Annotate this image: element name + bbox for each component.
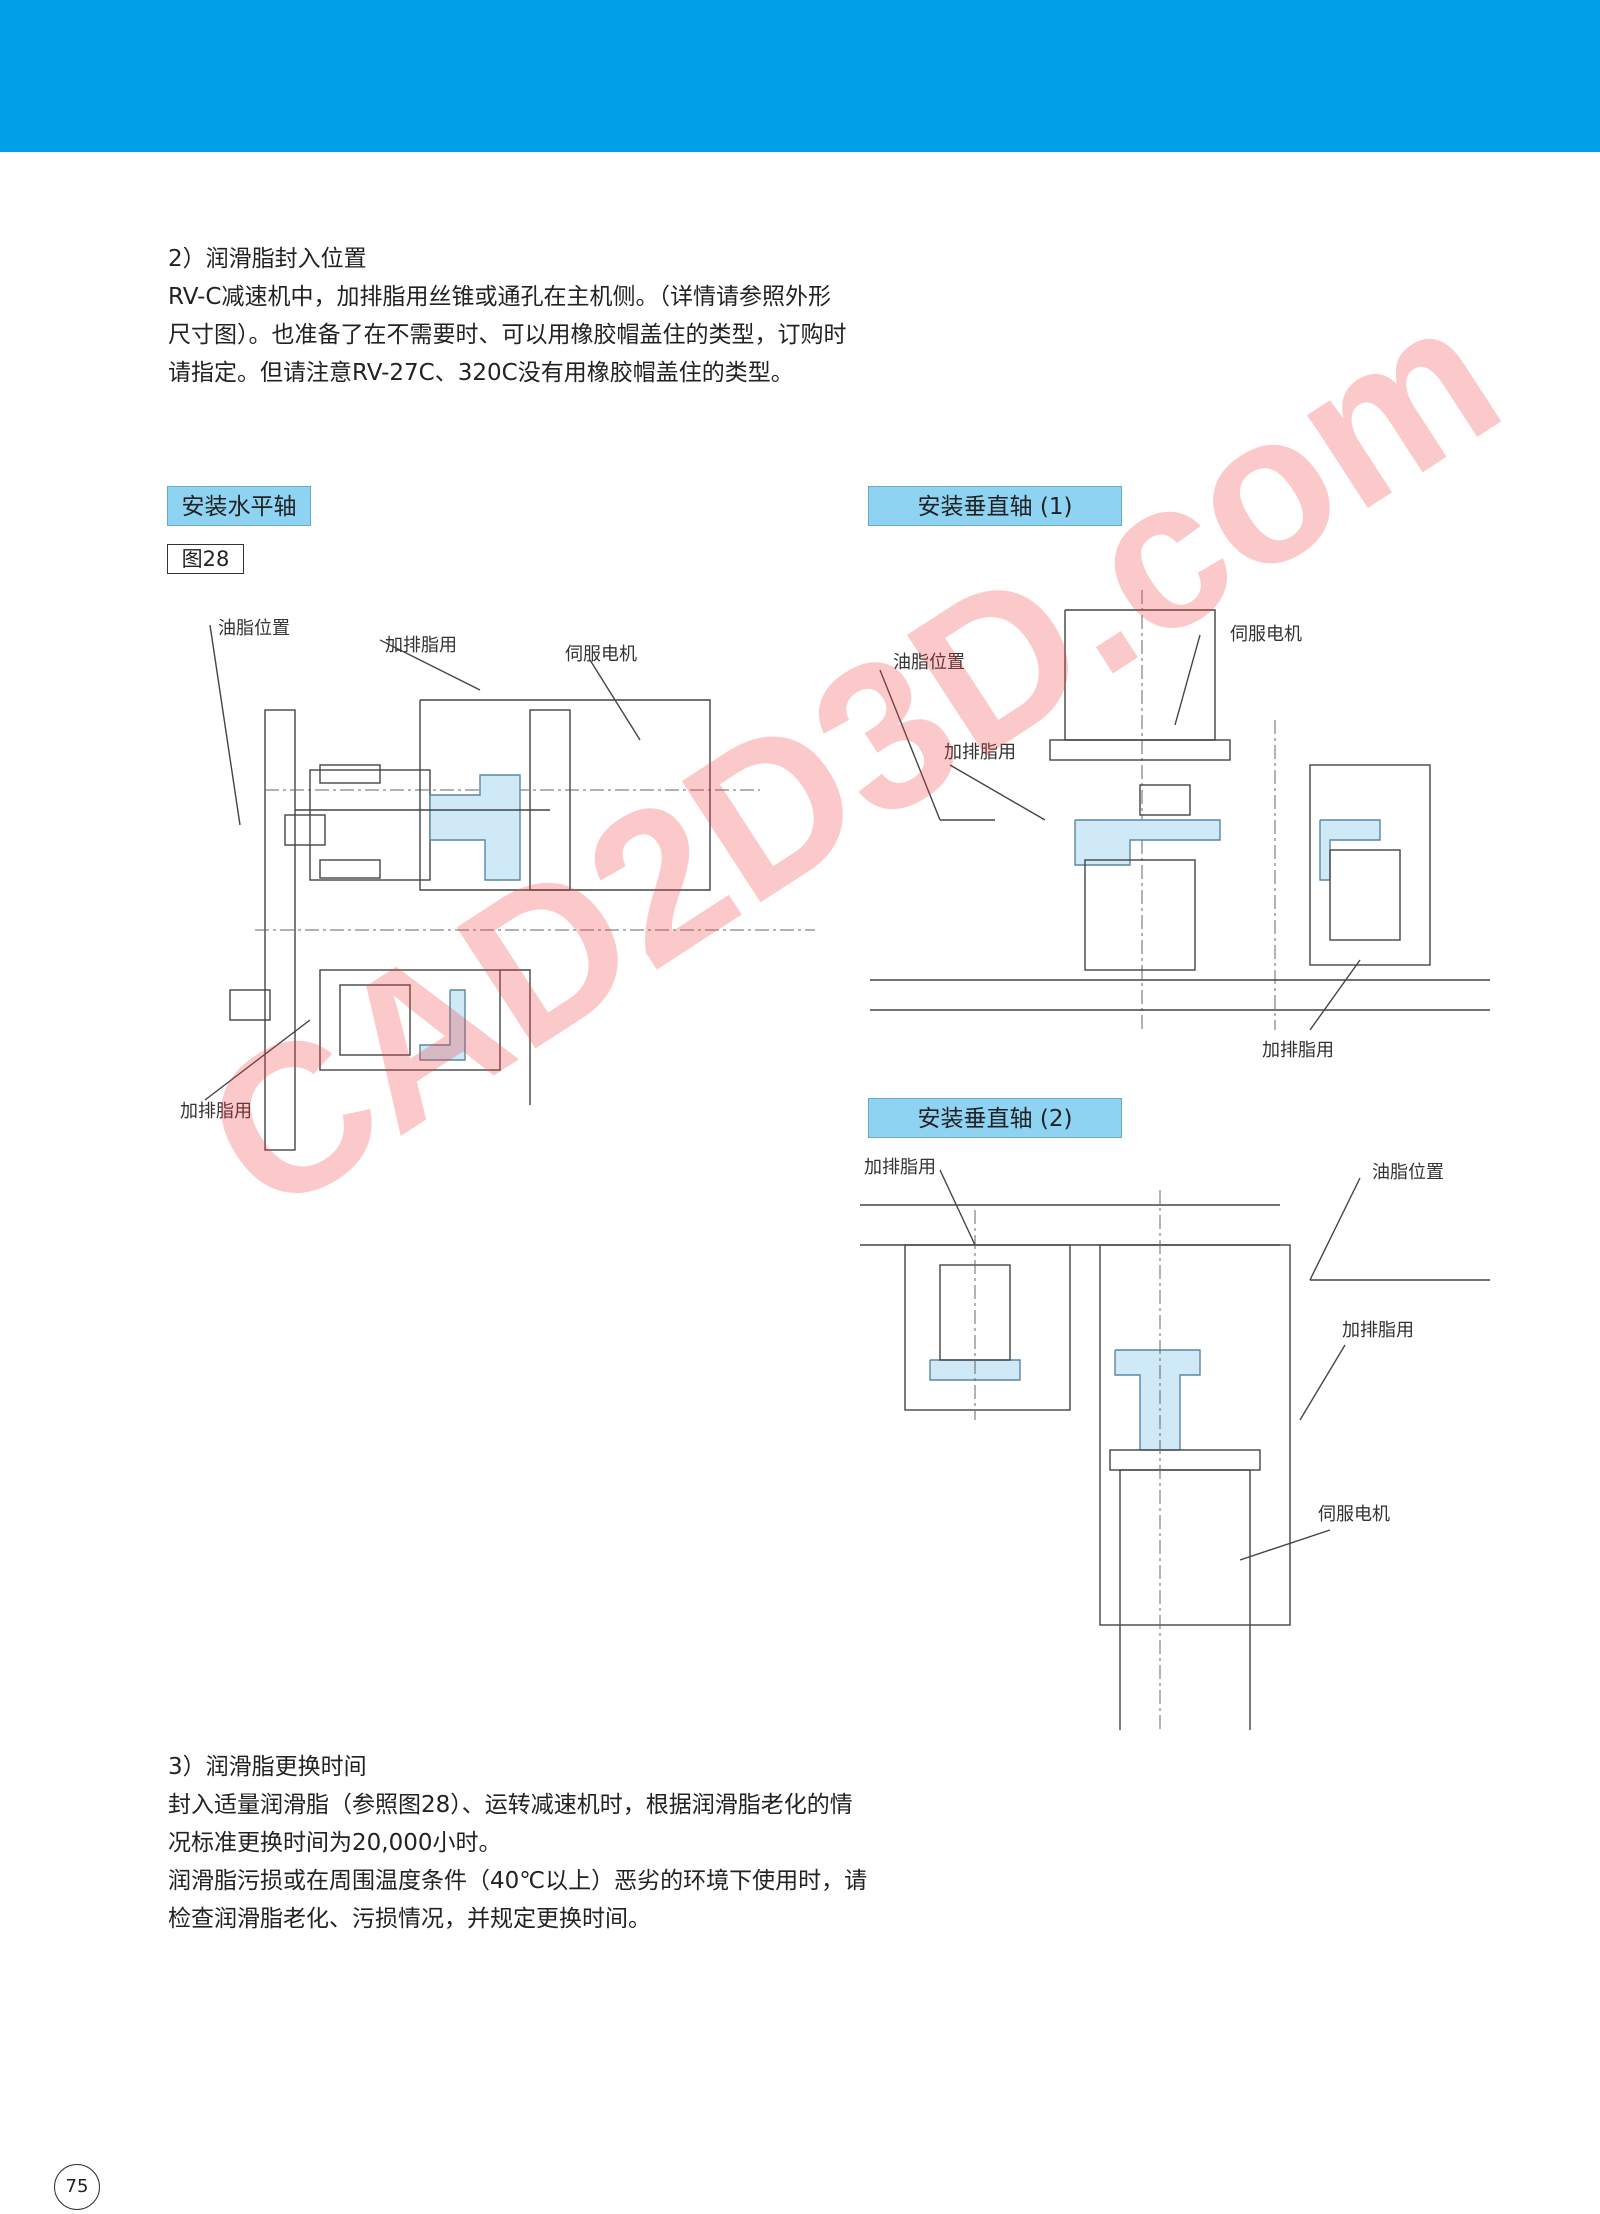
paragraph-line: RV-C减速机中，加排脂用丝锥或通孔在主机侧。（详情请参照外形 [168,284,831,310]
paragraph-line: 检查润滑脂老化、污损情况，并规定更换时间。 [168,1906,651,1932]
figure-number: 图28 [167,544,244,574]
tag-horizontal-mount: 安装水平轴 [167,486,311,526]
label-servo-motor: 伺服电机 [1318,1504,1390,1525]
label-servo-motor: 伺服电机 [1230,624,1302,645]
paragraph-line: 请指定。但请注意RV-27C、320C没有用橡胶帽盖住的类型。 [168,360,794,386]
label-grease-port: 加排脂用 [180,1101,252,1122]
label-servo-motor: 伺服电机 [565,644,637,665]
diagram-vertical-mount-2 [860,1169,1490,1730]
diagram-horizontal-mount [204,624,815,1151]
header-band [0,0,1600,152]
paragraph-line: 况标准更换时间为20,000小时。 [168,1830,502,1856]
section-grease-position: 2）润滑脂封入位置 RV-C减速机中，加排脂用丝锥或通孔在主机侧。（详情请参照外… [168,240,948,392]
paragraph-line: 润滑脂污损或在周围温度条件（40℃以上）恶劣的环境下使用时，请 [168,1868,868,1894]
label-grease-port: 加排脂用 [864,1157,936,1178]
tag-vertical-mount-1: 安装垂直轴 (1) [868,486,1122,526]
label-grease-port: 加排脂用 [944,742,1016,763]
label-grease-port: 加排脂用 [1262,1040,1334,1061]
section-heading: 3）润滑脂更换时间 [168,1754,367,1780]
section-heading: 2）润滑脂封入位置 [168,246,367,272]
diagram-vertical-mount-1 [870,590,1490,1030]
label-grease-port: 加排脂用 [1342,1320,1414,1341]
section-grease-replacement: 3）润滑脂更换时间 封入适量润滑脂（参照图28）、运转减速机时，根据润滑脂老化的… [168,1748,948,1938]
label-grease-position: 油脂位置 [893,652,965,673]
label-grease-port: 加排脂用 [385,635,457,656]
label-grease-position: 油脂位置 [218,618,290,639]
paragraph-line: 封入适量润滑脂（参照图28）、运转减速机时，根据润滑脂老化的情 [168,1792,853,1818]
page-number: 75 [54,2164,100,2210]
tag-vertical-mount-2: 安装垂直轴 (2) [868,1098,1122,1138]
paragraph-line: 尺寸图）。也准备了在不需要时、可以用橡胶帽盖住的类型，订购时 [168,322,847,348]
label-grease-position: 油脂位置 [1372,1162,1444,1183]
